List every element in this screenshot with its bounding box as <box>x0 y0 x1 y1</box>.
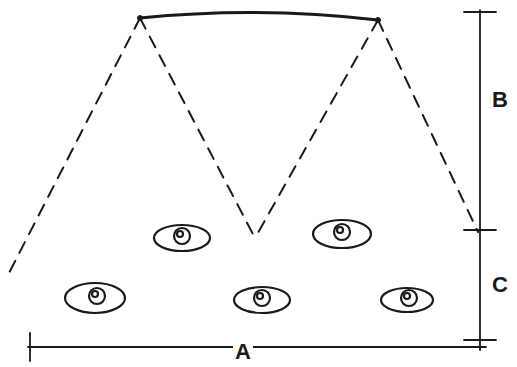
dimension-tick <box>29 333 31 361</box>
dimension-line <box>28 346 486 348</box>
eye-symbol <box>381 288 433 312</box>
sight-line <box>378 20 478 232</box>
dimension-label: C <box>490 273 510 297</box>
dimension-tick <box>464 339 496 341</box>
dimension-tick <box>464 11 496 13</box>
eye-symbol <box>234 287 290 313</box>
screen-arc <box>140 12 378 20</box>
dimension-tick <box>464 229 496 231</box>
sight-line <box>8 18 140 275</box>
sight-line <box>255 20 378 238</box>
dimension-label: B <box>490 88 510 112</box>
dimension-label: A <box>233 340 253 364</box>
sight-line <box>140 18 255 238</box>
eye-symbol <box>65 283 125 313</box>
eye-symbol <box>313 220 371 248</box>
dimension-line <box>479 10 481 350</box>
eye-symbol <box>154 225 210 251</box>
